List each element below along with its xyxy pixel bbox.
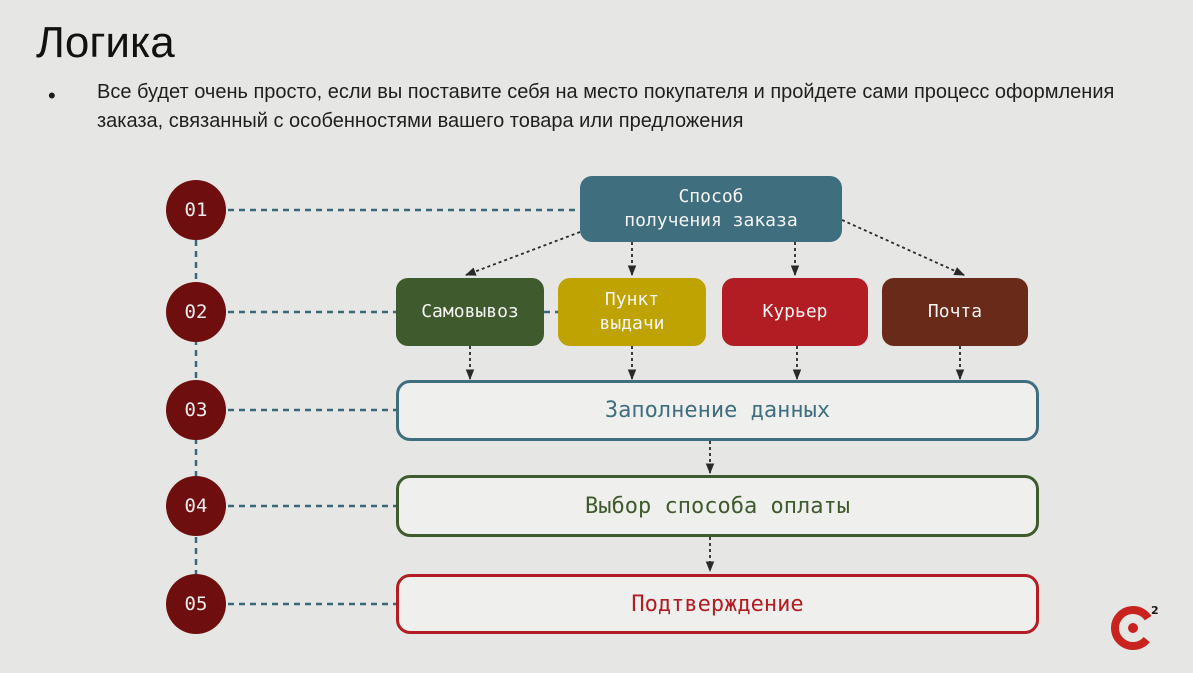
step-05-circle: 05 xyxy=(166,574,226,634)
stage-confirmation-label: Подтверждение xyxy=(631,591,804,617)
step-04-circle: 04 xyxy=(166,476,226,536)
root-box-line2: получения заказа xyxy=(624,210,798,231)
option-pickup-point-box: Пункт выдачи xyxy=(558,278,706,346)
bullet-text: Все будет очень просто, если вы поставит… xyxy=(97,81,1115,132)
option-mail-line1: Почта xyxy=(927,301,983,322)
stage-data-entry-label: Заполнение данных xyxy=(604,398,831,423)
option-mail-box: Почта xyxy=(882,278,1028,346)
stage-payment-method-box: Выбор способа оплаты xyxy=(396,475,1039,537)
step-03-circle: 03 xyxy=(166,380,226,440)
c2-logo-icon: 2 xyxy=(1111,604,1159,650)
stage-data-entry-box: Заполнение данных xyxy=(396,380,1039,441)
root-box-line1: Способ xyxy=(678,186,744,207)
bullet-marker: • xyxy=(48,83,56,108)
logo-superscript: 2 xyxy=(1151,604,1159,617)
option-courier-box: Курьер xyxy=(722,278,868,346)
arrow-root-mail xyxy=(841,219,965,276)
step-01-circle: 01 xyxy=(166,180,226,240)
stage-payment-method-label: Выбор способа оплаты xyxy=(585,493,850,519)
delivery-method-root-box: Способ получения заказа xyxy=(580,176,842,242)
option-self-pickup-box: Самовывоз xyxy=(396,278,544,346)
stage-confirmation-box: Подтверждение xyxy=(396,574,1039,634)
arrow-root-self-pickup xyxy=(464,231,581,276)
option-pickup-point-line2: выдачи xyxy=(599,313,665,334)
option-self-pickup-line1: Самовывоз xyxy=(421,301,519,322)
slide-title: Логика xyxy=(36,18,175,67)
step-02-circle: 02 xyxy=(166,282,226,342)
option-courier-line1: Курьер xyxy=(762,301,828,322)
option-pickup-point-line1: Пункт xyxy=(604,289,660,310)
